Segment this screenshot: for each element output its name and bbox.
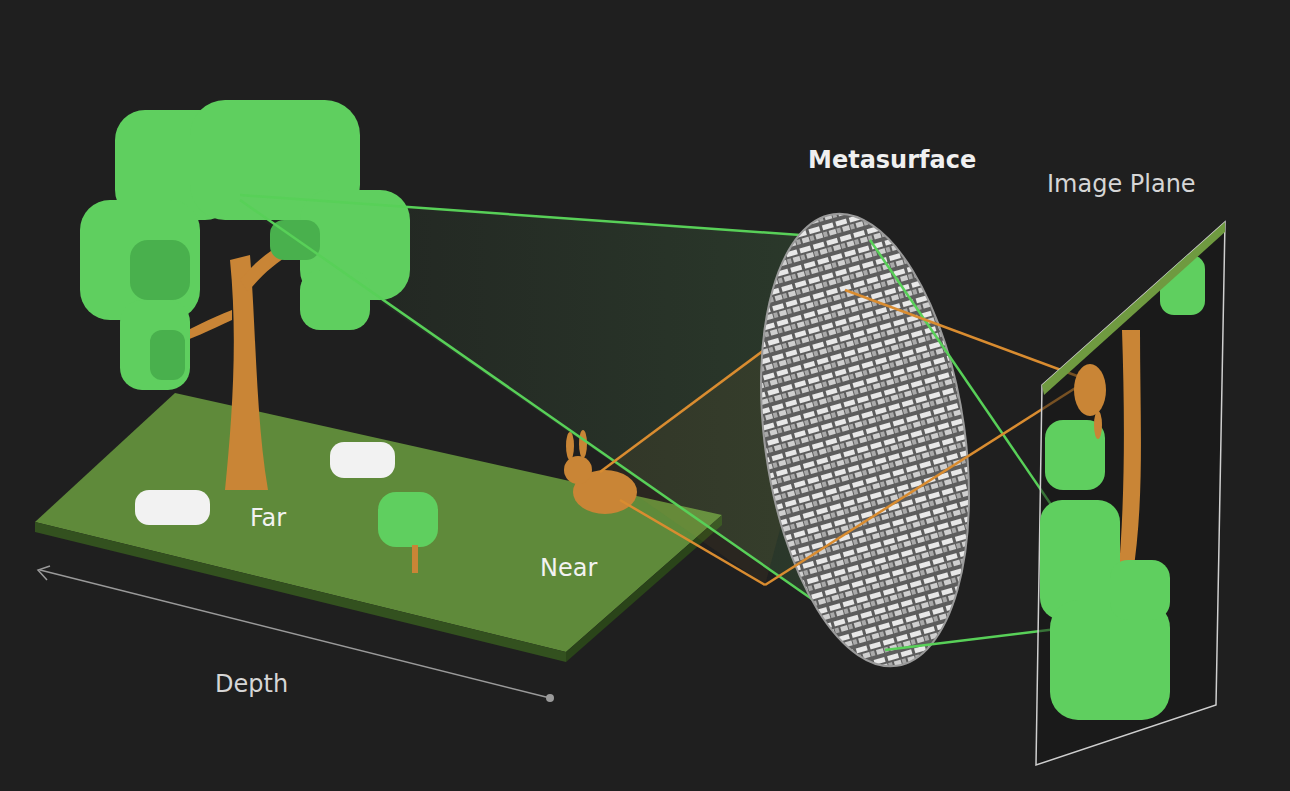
depth-label: Depth <box>215 670 288 699</box>
image-plane-label: Image Plane <box>1047 170 1196 199</box>
far-label: Far <box>250 504 286 533</box>
near-label: Near <box>540 554 597 583</box>
metasurface-label: Metasurface <box>808 146 976 175</box>
